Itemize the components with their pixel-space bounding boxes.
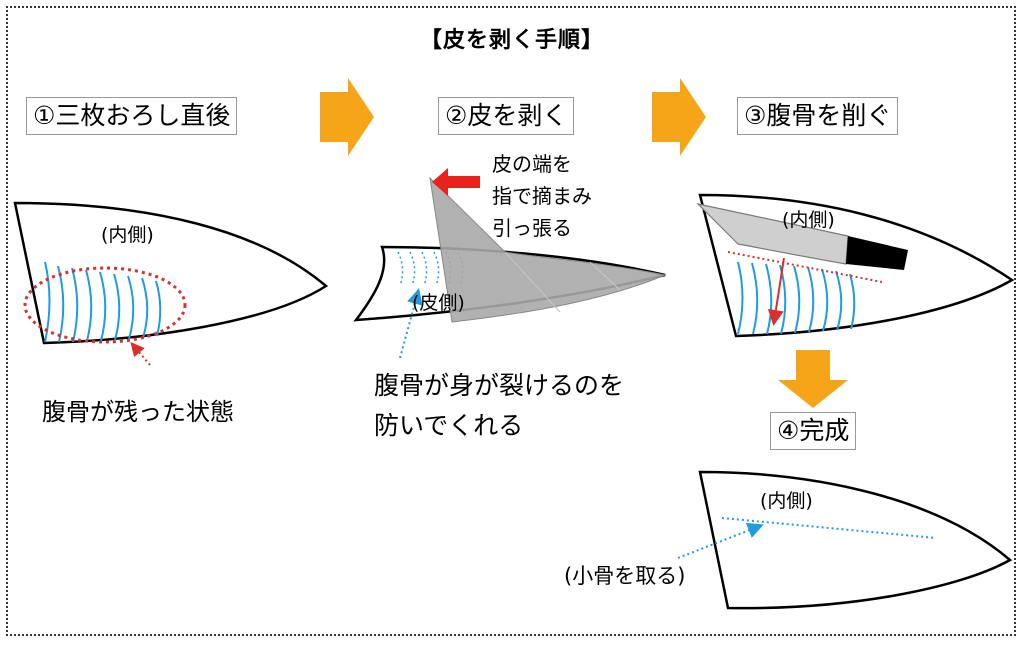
- protect-pointer-arrow: [399, 288, 423, 359]
- pinch-note-line-3: 引っ張る: [492, 216, 572, 240]
- diagram-frame: [6, 6, 1016, 636]
- remove-small-bones-caption: (小骨を取る): [564, 564, 686, 588]
- knife-handle: [846, 236, 908, 270]
- diagram-title: 【皮を剥く手順】: [419, 28, 604, 53]
- skin-fold-line-2: [589, 261, 621, 291]
- fillet-3-inner-side-label: (内側): [782, 209, 835, 231]
- shave-direction-arrow: [767, 257, 785, 326]
- peeled-skin-flap: [429, 176, 667, 323]
- fillet-1-inner-side-label: (内側): [101, 224, 154, 246]
- skin-fold-line: [504, 251, 561, 313]
- belly-bone-pointer-arrow: [130, 341, 151, 366]
- step-arrow-3-to-4: [778, 350, 848, 408]
- fillet-1-outline: [13, 201, 329, 345]
- protect-note-line-2: 防いでくれる: [374, 411, 524, 440]
- fillet-2-skin-side-label: (皮側): [412, 292, 465, 314]
- step-4-label: ④完成: [770, 412, 857, 450]
- step-2-label: ②皮を剥く: [438, 97, 575, 135]
- belly-bone-state-caption: 腹骨が残った状態: [42, 398, 234, 426]
- small-bone-line: [721, 517, 937, 539]
- step-arrow-2-to-3: [652, 78, 706, 156]
- protect-note-line-1: 腹骨が身が裂けるのを: [374, 371, 625, 400]
- pinch-note-line-2: 指で摘まみ: [492, 184, 592, 208]
- fillet-4-inner-side-label: (内側): [760, 490, 813, 512]
- step-arrow-1-to-2: [320, 78, 374, 156]
- belly-bone-highlight-ring: [23, 266, 187, 344]
- step-3-label: ③腹骨を削ぐ: [737, 97, 899, 135]
- cut-line: [727, 251, 883, 283]
- step-1-label: ①三枚おろし直後: [26, 97, 238, 135]
- fillet-4-outline: [698, 470, 1013, 610]
- knife-blade: [696, 202, 849, 265]
- pinch-arrow: [432, 168, 480, 196]
- pinch-note-line-1: 皮の端を: [492, 152, 572, 176]
